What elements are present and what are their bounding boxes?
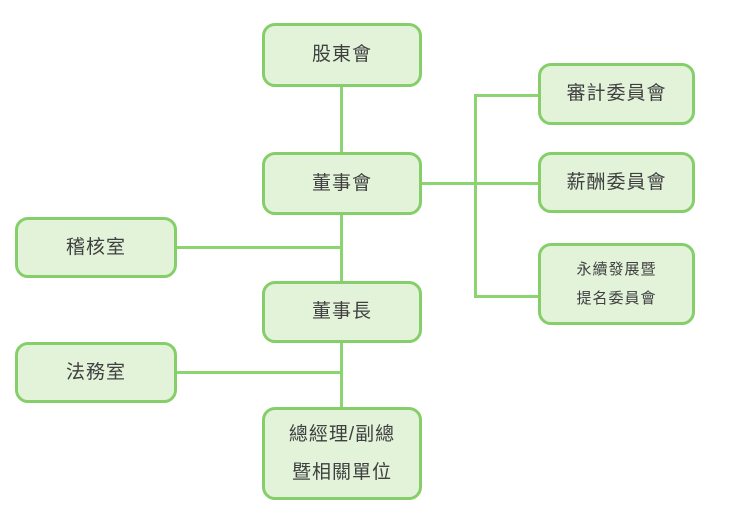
connector-board-committees bbox=[421, 182, 538, 185]
org-node-label: 薪酬委員會 bbox=[566, 171, 667, 193]
connector-board-chairman bbox=[340, 214, 343, 282]
connector-audit-office-branch bbox=[176, 246, 341, 249]
org-node-label: 永續發展暨 提名委員會 bbox=[576, 260, 657, 307]
org-node-label: 總經理/副總 暨相關單位 bbox=[288, 424, 396, 483]
org-node-chairman: 董事長 bbox=[262, 281, 422, 343]
connector-audit-committee-branch bbox=[474, 94, 539, 97]
org-node-shareholders-meeting: 股東會 bbox=[262, 23, 422, 87]
org-node-general-manager: 總經理/副總 暨相關單位 bbox=[262, 407, 422, 500]
org-node-sustainability-nomination-committee: 永續發展暨 提名委員會 bbox=[538, 243, 695, 325]
org-node-audit-office: 稽核室 bbox=[15, 217, 177, 278]
org-node-label: 稽核室 bbox=[65, 236, 126, 258]
org-node-audit-committee: 審計委員會 bbox=[538, 63, 695, 125]
org-node-board-of-directors: 董事會 bbox=[262, 152, 422, 215]
org-node-label: 審計委員會 bbox=[566, 83, 667, 105]
org-node-label: 董事會 bbox=[311, 172, 372, 194]
org-node-legal-office: 法務室 bbox=[15, 342, 177, 403]
connector-shareholders-board bbox=[340, 86, 343, 153]
connector-legal-office-branch bbox=[176, 371, 341, 374]
org-node-label: 董事長 bbox=[311, 301, 372, 323]
connector-committee-spine bbox=[474, 94, 477, 298]
connector-sustainability-branch bbox=[474, 295, 539, 298]
org-node-label: 股東會 bbox=[311, 44, 372, 66]
org-node-compensation-committee: 薪酬委員會 bbox=[538, 152, 695, 213]
connector-chairman-gm bbox=[340, 342, 343, 408]
org-node-label: 法務室 bbox=[65, 361, 126, 383]
